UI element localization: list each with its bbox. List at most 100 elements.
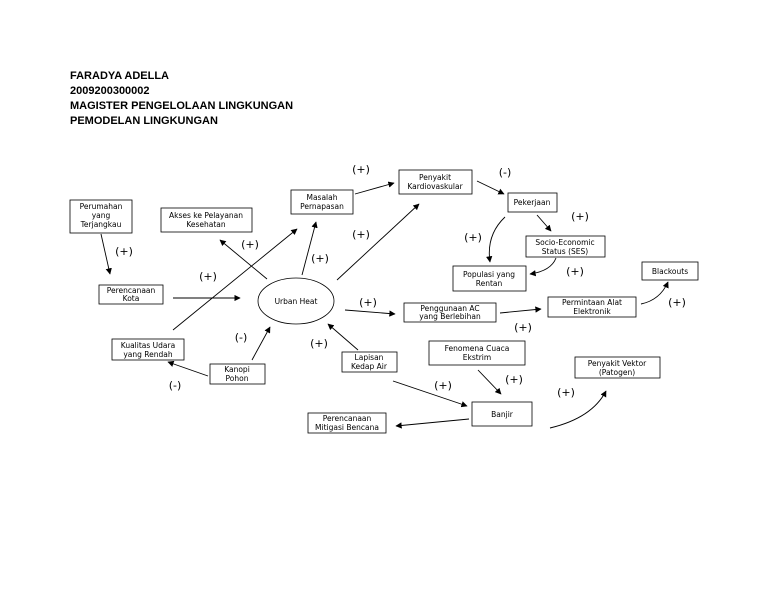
node-permintaan-line-1: Permintaan Alat: [562, 298, 622, 307]
sign-kardio-populasi: (+): [464, 231, 482, 244]
edge-kanopi-kualitas: [167, 360, 209, 377]
node-mitigasi-line-1: Perencanaan: [323, 414, 372, 423]
edge-kardio-pekerjaan: [476, 180, 505, 195]
edge-lapisan-uh: [327, 323, 359, 351]
node-ac-line-2: yang Berlebihan: [419, 312, 481, 321]
node-kualitas-line-1: Kualitas Udara: [121, 341, 175, 350]
node-lapisan-line-2: Kedap Air: [351, 362, 388, 371]
edge-banjir-mitigasi: [395, 418, 470, 429]
edges: [100, 180, 669, 429]
sign-pekerjaan-ses: (+): [571, 210, 589, 223]
node-banjir: Banjir: [471, 401, 533, 427]
node-masalah-pernapasan: Masalah Pernapasan: [290, 189, 354, 215]
sign-masalah-kardio: (+): [352, 163, 370, 176]
node-lapisan-line-1: Lapisan: [355, 353, 384, 362]
node-lapisan-kedap-air: Lapisan Kedap Air: [341, 351, 398, 373]
node-penyakit-kardiovaskular: Penyakit Kardiovaskular: [398, 169, 473, 195]
node-fenomena-cuaca-ekstrim: Fenomena Cuaca Ekstrim: [428, 340, 526, 366]
node-penyakit-vektor: Penyakit Vektor (Patogen): [574, 356, 661, 379]
sign-uh-ac: (+): [359, 296, 377, 309]
node-perencanaan-mitigasi-bencana: Perencanaan Mitigasi Bencana: [307, 412, 387, 434]
node-urban-heat-line-1: Urban Heat: [275, 297, 318, 306]
node-populasi-rentan: Populasi yang Rentan: [452, 265, 527, 292]
edge-ses-populasi: [529, 257, 557, 277]
node-pekerjaan: Pekerjaan: [507, 192, 558, 213]
node-kualitas-line-2: yang Rendah: [123, 350, 173, 359]
node-blackouts: Blackouts: [641, 261, 699, 281]
course-name: PEMODELAN LINGKUNGAN: [70, 115, 218, 127]
node-masalah-line-1: Masalah: [306, 193, 337, 202]
sign-uh-masalah: (+): [311, 252, 329, 265]
edge-uh-akses: [219, 239, 268, 280]
sign-fenomena-banjir: (+): [505, 373, 523, 386]
node-penggunaan-ac: Penggunaan AC yang Berlebihan: [403, 302, 497, 323]
node-kanopi-pohon: Kanopi Pohon: [209, 363, 266, 385]
node-kualitas-udara: Kualitas Udara yang Rendah: [111, 338, 185, 361]
node-kardio-line-2: Kardiovaskular: [407, 182, 463, 191]
node-perumahan-line-1: Perumahan: [80, 202, 123, 211]
node-vektor-line-1: Penyakit Vektor: [588, 359, 647, 368]
sign-kanopi-kualitas: (-): [169, 379, 182, 392]
sign-perumahan-kota: (+): [115, 245, 133, 258]
node-ses-line-2: Status (SES): [542, 247, 588, 256]
signs: (+) (-) (+) (+) (+) (+) (+) (+) (+) (+) …: [115, 163, 686, 399]
sign-lapisan-uh: (+): [310, 337, 328, 350]
node-kota-line-2: Kota: [123, 294, 140, 303]
edge-perumahan-kota: [100, 233, 112, 275]
sign-banjir-vektor: (+): [557, 386, 575, 399]
header: FARADYA ADELLA 2009200300002 MAGISTER PE…: [70, 69, 293, 129]
node-ac-line-1: Penggunaan AC: [420, 304, 479, 313]
node-kanopi-line-1: Kanopi: [224, 365, 250, 374]
edge-fenomena-banjir: [477, 369, 502, 395]
node-permintaan-alat-elektronik: Permintaan Alat Elektronik: [547, 296, 637, 318]
node-kardio-line-1: Penyakit: [419, 173, 451, 182]
nodes: Urban Heat Perumahan yang Terjangkau Aks…: [69, 169, 699, 434]
node-banjir-line-1: Banjir: [491, 410, 514, 419]
sign-kota-uh: (+): [199, 270, 217, 283]
sign-uh-kardio: (+): [352, 228, 370, 241]
edge-uh-kardio: [336, 203, 420, 281]
sign-lapisan-banjir: (+): [434, 379, 452, 392]
sign-permintaan-blackouts: (+): [668, 296, 686, 309]
edge-kanopi-uh: [251, 326, 271, 361]
node-kota-line-1: Perencanaan: [107, 286, 156, 295]
node-perumahan-line-2: yang: [92, 211, 111, 220]
edge-banjir-vektor: [549, 390, 607, 429]
node-perumahan-terjangkau: Perumahan yang Terjangkau: [69, 199, 133, 234]
node-vektor-line-2: (Patogen): [599, 368, 635, 377]
edge-pekerjaan-ses: [536, 214, 552, 232]
program-name: MAGISTER PENGELOLAAN LINGKUNGAN: [70, 100, 294, 112]
node-akses-line-1: Akses ke Pelayanan: [169, 211, 243, 220]
node-populasi-line-1: Populasi yang: [463, 270, 515, 279]
node-akses-pelayanan: Akses ke Pelayanan Kesehatan: [160, 207, 253, 233]
edge-permintaan-blackouts: [640, 281, 669, 305]
sign-ac-permintaan: (+): [514, 321, 532, 334]
node-urban-heat: Urban Heat: [257, 277, 335, 325]
sign-uh-akses: (+): [241, 238, 259, 251]
node-populasi-line-2: Rentan: [476, 279, 503, 288]
node-blackouts-line-1: Blackouts: [652, 267, 688, 276]
edge-lapisan-banjir: [392, 380, 468, 408]
edge-kualitas-masalah: [172, 228, 298, 331]
sign-kanopi-uh: (-): [235, 331, 248, 344]
node-akses-line-2: Kesehatan: [186, 220, 226, 229]
node-fenomena-line-2: Ekstrim: [463, 353, 491, 362]
node-socio-economic-status: Socio-Economic Status (SES): [525, 235, 606, 258]
node-perencanaan-kota: Perencanaan Kota: [98, 284, 164, 305]
node-permintaan-line-2: Elektronik: [573, 307, 611, 316]
edge-masalah-kardio: [354, 181, 395, 195]
node-ses-line-1: Socio-Economic: [535, 238, 594, 247]
node-pekerjaan-line-1: Pekerjaan: [514, 198, 551, 207]
edge-kardio-populasi: [486, 216, 506, 263]
student-id: 2009200300002: [70, 85, 150, 97]
author-name: FARADYA ADELLA: [70, 70, 170, 82]
edge-ac-permintaan: [499, 306, 542, 314]
node-mitigasi-line-2: Mitigasi Bencana: [315, 423, 379, 432]
node-masalah-line-2: Pernapasan: [300, 202, 344, 211]
edge-uh-ac: [344, 309, 396, 317]
sign-kardio-pekerjaan: (-): [499, 166, 512, 179]
sign-ses-populasi: (+): [566, 265, 584, 278]
edge-uh-masalah: [301, 221, 318, 276]
node-perumahan-line-3: Terjangkau: [80, 220, 122, 229]
